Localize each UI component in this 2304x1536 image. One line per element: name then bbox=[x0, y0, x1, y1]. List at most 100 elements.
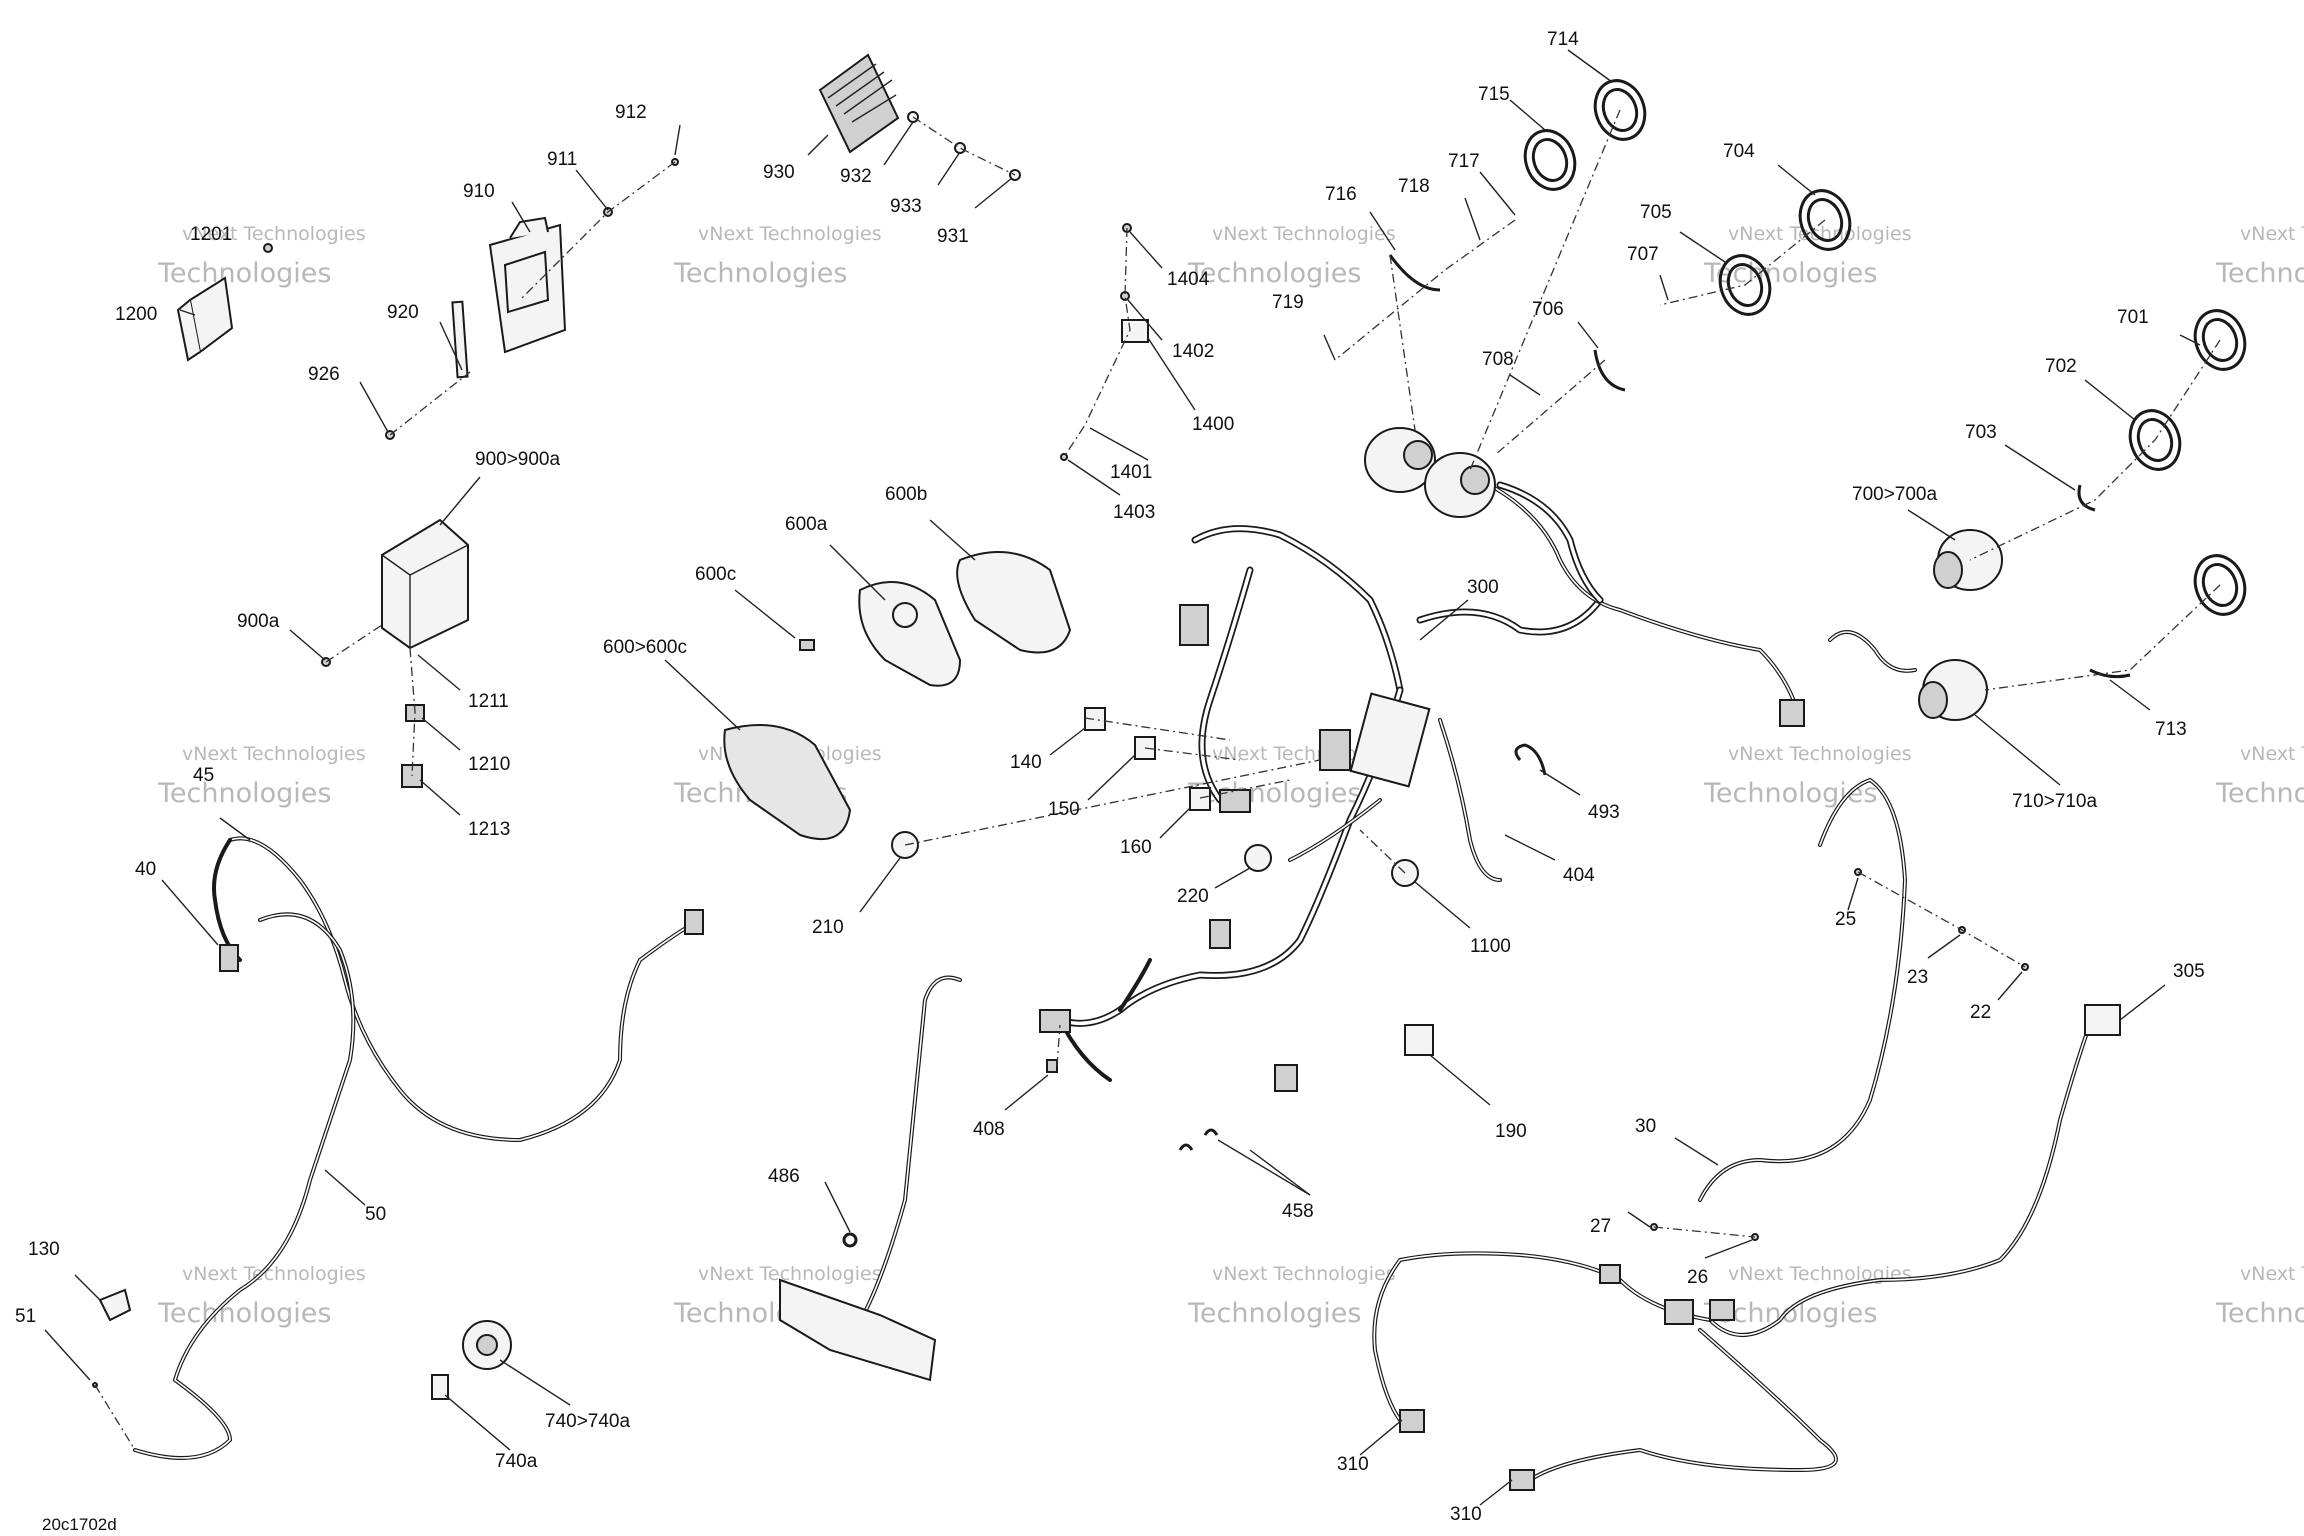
sensor-220 bbox=[1244, 844, 1272, 872]
cluster-600 bbox=[723, 551, 1072, 840]
callout-label: 930 bbox=[763, 162, 795, 183]
callout-label: 715 bbox=[1478, 84, 1510, 105]
svg-text:vNext Technologies: vNext Technologies bbox=[182, 743, 366, 765]
svg-text:Technologies: Technologies bbox=[1187, 258, 1361, 289]
callout-label: 717 bbox=[1448, 151, 1480, 172]
callout-label: 25 bbox=[1835, 909, 1856, 930]
callout-label: 1201 bbox=[190, 224, 232, 245]
svg-text:Technologies: Technologies bbox=[2215, 778, 2304, 809]
headlight-700 bbox=[1933, 529, 2003, 591]
callout-label: 300 bbox=[1467, 577, 1499, 598]
callout-label: 1100 bbox=[1470, 936, 1511, 957]
headlight-710 bbox=[1918, 659, 1988, 721]
callout-label: 1404 bbox=[1167, 269, 1210, 290]
ring-704 bbox=[1798, 189, 1852, 251]
callout-label: 600>600c bbox=[603, 637, 687, 658]
callout-label: 706 bbox=[1532, 299, 1564, 320]
svg-text:vNext Technologies: vNext Technologies bbox=[182, 223, 366, 245]
loop-493 bbox=[1514, 743, 1547, 776]
clip-408 bbox=[1046, 1059, 1058, 1073]
clip-706 bbox=[1593, 349, 1626, 392]
connector-160 bbox=[1189, 787, 1211, 811]
callout-label: 600a bbox=[785, 514, 828, 535]
ring-701 bbox=[2193, 309, 2247, 371]
svg-text:vNext Technologies: vNext Technologies bbox=[2240, 743, 2304, 765]
callout-label: 910 bbox=[463, 181, 495, 202]
svg-text:Technologies: Technologies bbox=[157, 778, 331, 809]
callout-label: 1403 bbox=[1113, 502, 1155, 523]
callout-label: 1402 bbox=[1172, 341, 1214, 362]
svg-text:Technologies: Technologies bbox=[2215, 1298, 2304, 1329]
callout-label: 305 bbox=[2173, 961, 2205, 982]
callout-label: 600c bbox=[695, 564, 736, 585]
svg-text:Technologies: Technologies bbox=[673, 258, 847, 289]
harness-50 bbox=[92, 836, 704, 1460]
bracket-1200 bbox=[176, 243, 273, 362]
callout-label: 150 bbox=[1048, 799, 1080, 820]
drawing-code: 20c1702d bbox=[42, 1515, 117, 1534]
ring-right-edge bbox=[2193, 554, 2247, 616]
callout-labels: 1200 1201 910 911 912 920 926 930 932 93… bbox=[15, 29, 2205, 1525]
connector-190 bbox=[1404, 1024, 1434, 1056]
svg-text:vNext Technologies: vNext Technologies bbox=[1728, 1263, 1912, 1285]
clip-716 bbox=[1388, 254, 1441, 292]
callout-label: 310 bbox=[1337, 1454, 1369, 1475]
callout-label: 1400 bbox=[1192, 414, 1234, 435]
ring-715 bbox=[1523, 129, 1577, 191]
svg-text:vNext Technologies: vNext Technologies bbox=[1212, 1263, 1396, 1285]
svg-text:vNext Technologies: vNext Technologies bbox=[1728, 223, 1912, 245]
callout-label: 22 bbox=[1970, 1002, 1991, 1023]
part-drawings bbox=[92, 53, 2247, 1491]
callout-label: 600b bbox=[885, 484, 927, 505]
assembly-lines bbox=[94, 109, 2221, 1451]
callout-label: 404 bbox=[1563, 865, 1595, 886]
holder-910 bbox=[385, 158, 679, 440]
callout-label: 160 bbox=[1120, 837, 1152, 858]
callout-label: 713 bbox=[2155, 719, 2187, 740]
svg-text:vNext Technologies: vNext Technologies bbox=[2240, 1263, 2304, 1285]
callout-label: 911 bbox=[547, 149, 577, 170]
callout-label: 926 bbox=[308, 364, 340, 385]
callout-label: 705 bbox=[1640, 202, 1672, 223]
callout-label: 900a bbox=[237, 611, 280, 632]
callout-label: 310 bbox=[1450, 1504, 1482, 1525]
callout-label: 900>900a bbox=[475, 449, 560, 470]
callout-label: 26 bbox=[1687, 1267, 1708, 1288]
callout-label: 702 bbox=[2045, 356, 2077, 377]
svg-text:Technologies: Technologies bbox=[1187, 1298, 1361, 1329]
harness-486 bbox=[779, 975, 962, 1382]
svg-text:vNext Technologies: vNext Technologies bbox=[698, 1263, 882, 1285]
callout-label: 701 bbox=[2117, 307, 2149, 328]
callout-label: 1211 bbox=[468, 691, 509, 712]
callout-label: 708 bbox=[1482, 349, 1514, 370]
callout-label: 220 bbox=[1177, 886, 1209, 907]
callout-label: 716 bbox=[1325, 184, 1357, 205]
svg-text:vNext Technologies: vNext Technologies bbox=[698, 223, 882, 245]
callout-label: 190 bbox=[1495, 1121, 1527, 1142]
regulator-930 bbox=[818, 53, 1021, 181]
connector-140 bbox=[1084, 707, 1106, 731]
callout-label: 710>710a bbox=[2012, 791, 2097, 812]
callout-label: 714 bbox=[1547, 29, 1579, 50]
callout-label: 704 bbox=[1723, 141, 1755, 162]
leader-lines bbox=[44, 49, 2201, 1506]
ring-714 bbox=[1593, 79, 1647, 141]
clip-703 bbox=[2077, 484, 2096, 512]
callout-label: 486 bbox=[768, 1166, 800, 1187]
callout-label: 51 bbox=[15, 1306, 36, 1327]
callout-label: 140 bbox=[1010, 752, 1042, 773]
callout-label: 740>740a bbox=[545, 1411, 630, 1432]
callout-label: 50 bbox=[365, 1204, 386, 1225]
main-harness bbox=[1039, 478, 1802, 1092]
